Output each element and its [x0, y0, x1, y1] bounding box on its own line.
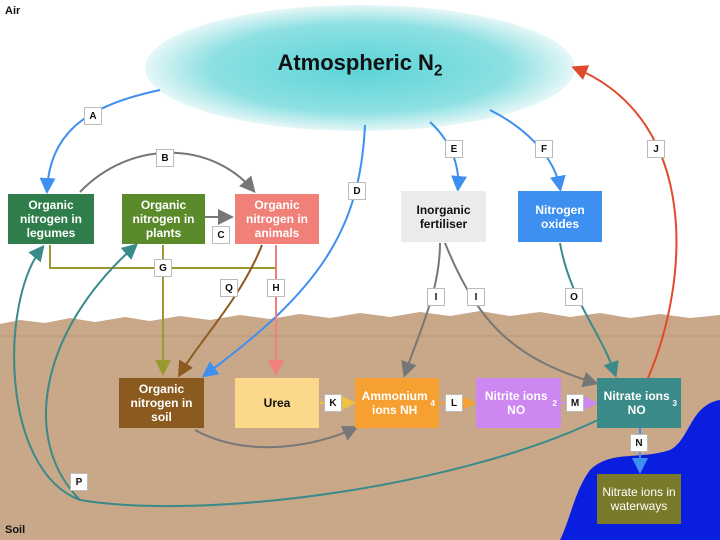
atmosphere-ellipse — [145, 5, 575, 131]
arrow-q — [177, 244, 263, 378]
arrow-i1 — [401, 242, 441, 378]
edge-label-q: Q — [220, 279, 238, 297]
arrow-i2 — [444, 242, 599, 388]
edge-label-m: M — [566, 394, 584, 412]
edge-label-c: C — [212, 226, 230, 244]
air-label: Air — [5, 5, 21, 17]
arrow-p-plants — [45, 243, 138, 501]
arrow-d — [201, 124, 366, 378]
node-legumes: Organic nitrogen in legumes — [8, 194, 94, 244]
arrow-o — [559, 242, 619, 378]
soil-label: Soil — [5, 524, 26, 536]
edge-label-h: H — [267, 279, 285, 297]
edge-label-d: D — [348, 182, 366, 200]
ammonium-text: Ammonium ions NH — [361, 389, 428, 417]
edge-label-i-nitrate: I — [467, 288, 485, 306]
nitrate-text: Nitrate ions NO — [603, 389, 670, 417]
atmospheric-n2-text: Atmospheric N — [277, 50, 434, 75]
nitrite-subscript: 2 — [552, 398, 557, 408]
arrow-soil-ammonium — [194, 426, 359, 449]
node-nitrate-waterways: Nitrate ions in waterways — [597, 474, 681, 524]
edge-label-j: J — [647, 140, 665, 158]
arrow-p — [13, 244, 599, 508]
node-inorganic-fertiliser: Inorganic fertiliser — [401, 191, 486, 242]
node-urea: Urea — [235, 378, 319, 428]
edge-label-f: F — [535, 140, 553, 158]
edge-label-n: N — [630, 434, 648, 452]
node-nitrogen-oxides: Nitrogen oxides — [518, 191, 602, 242]
edge-label-b: B — [156, 149, 174, 167]
arrow-j — [571, 65, 678, 379]
edge-label-e: E — [445, 140, 463, 158]
edge-label-p: P — [70, 473, 88, 491]
node-plants: Organic nitrogen in plants — [122, 194, 205, 244]
node-soil-organic: Organic nitrogen in soil — [119, 378, 204, 428]
nitrate-subscript: 3 — [672, 398, 677, 408]
atmospheric-n2-subscript: 2 — [433, 62, 443, 80]
ammonium-subscript: 4 — [430, 398, 435, 408]
node-animals: Organic nitrogen in animals — [235, 194, 319, 244]
node-nitrite: Nitrite ions NO 2 — [476, 378, 561, 428]
edge-label-a: A — [84, 107, 102, 125]
edge-label-l: L — [445, 394, 463, 412]
nitrite-text: Nitrite ions NO — [484, 389, 548, 417]
edge-label-k: K — [324, 394, 342, 412]
edge-label-o: O — [565, 288, 583, 306]
arrow-a — [39, 89, 161, 194]
edge-label-i-ammonium: I — [427, 288, 445, 306]
atmospheric-n2-title: Atmospheric N2 — [200, 50, 520, 80]
edge-label-g: G — [154, 259, 172, 277]
